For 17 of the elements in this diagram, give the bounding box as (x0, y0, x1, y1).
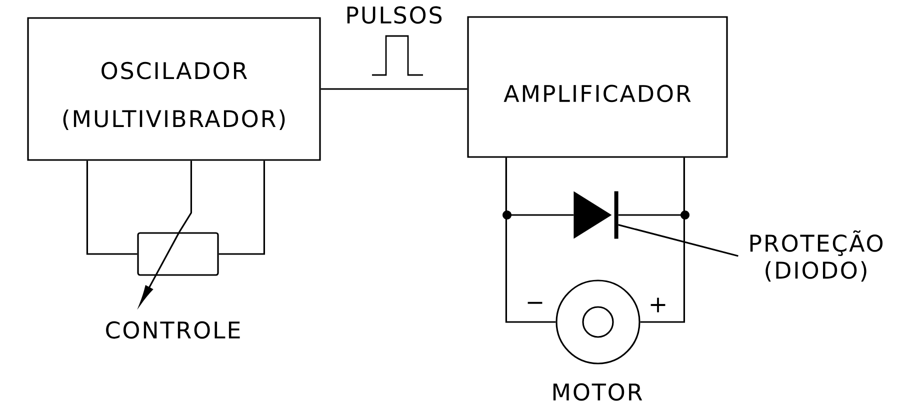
polarity-sign: − (528, 302, 542, 304)
wire (320, 88, 468, 90)
motor-symbol (556, 280, 640, 364)
block-box: OSCILADOR (MULTIVIBRADOR) (27, 17, 321, 161)
text-label: CONTROLE (106, 321, 240, 339)
wire (178, 160, 192, 233)
polarity-sign: + (650, 298, 666, 312)
leader-line (618, 224, 738, 257)
callout-text: PROTEÇÃO (DIODO) (750, 230, 883, 282)
text-label: MOTOR (553, 383, 642, 401)
wire (640, 158, 685, 323)
block-box: AMPLIFICADOR (467, 16, 728, 158)
edge-label: PULSOS (343, 4, 445, 26)
wire (218, 160, 265, 255)
wire (505, 158, 556, 323)
diode-symbol (574, 191, 618, 239)
wire (86, 160, 138, 255)
